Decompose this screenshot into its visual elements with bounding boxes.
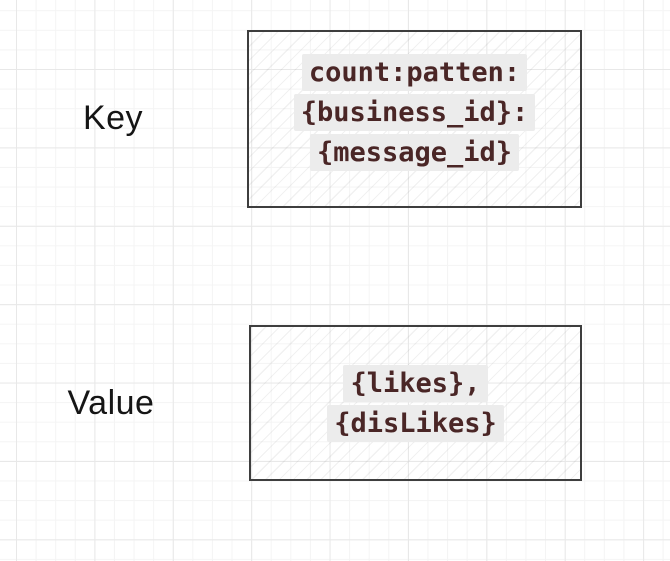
value-label: Value xyxy=(67,383,155,422)
value-box-line-1: {likes}, xyxy=(343,364,488,402)
key-box-line-2: {business_id}: xyxy=(293,93,536,131)
value-box[interactable]: {likes}, {disLikes} xyxy=(249,325,582,481)
key-box-line-1: count:patten: xyxy=(301,53,528,91)
key-label: Key xyxy=(82,98,144,137)
key-box-line-3: {message_id} xyxy=(309,133,520,171)
key-box[interactable]: count:patten: {business_id}: {message_id… xyxy=(247,30,582,208)
value-box-line-2: {disLikes} xyxy=(327,404,504,442)
